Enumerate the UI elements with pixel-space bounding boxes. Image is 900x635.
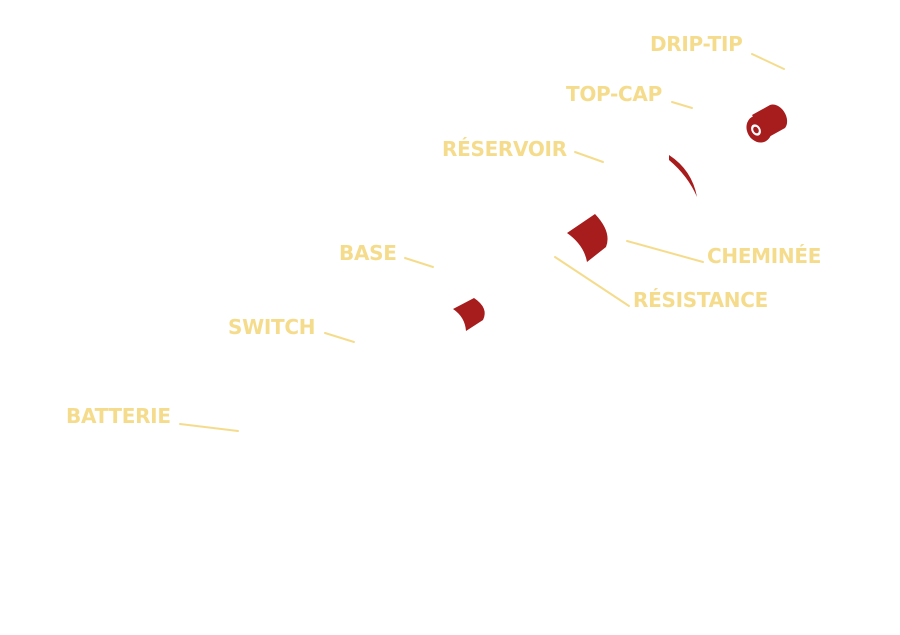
leader-batterie xyxy=(179,423,239,432)
drip-tip-part xyxy=(746,104,788,143)
label-cheminee: CHEMINÉE xyxy=(707,244,822,268)
switch-part xyxy=(453,298,485,331)
leader-resistance xyxy=(554,256,630,307)
leader-base xyxy=(404,257,434,268)
label-resistance: RÉSISTANCE xyxy=(633,288,768,312)
label-reservoir: RÉSERVOIR xyxy=(442,137,567,161)
label-top-cap: TOP-CAP xyxy=(566,82,662,106)
cheminee-part xyxy=(567,214,608,262)
leader-switch xyxy=(324,332,355,343)
reservoir-part xyxy=(669,155,697,197)
leader-reservoir xyxy=(574,151,604,163)
label-switch: SWITCH xyxy=(228,315,316,339)
label-base: BASE xyxy=(339,241,397,265)
leader-top-cap xyxy=(671,101,693,109)
label-drip-tip: DRIP-TIP xyxy=(650,32,743,56)
leader-drip-tip xyxy=(751,53,785,70)
label-batterie: BATTERIE xyxy=(66,404,171,428)
leader-cheminee xyxy=(626,240,704,263)
